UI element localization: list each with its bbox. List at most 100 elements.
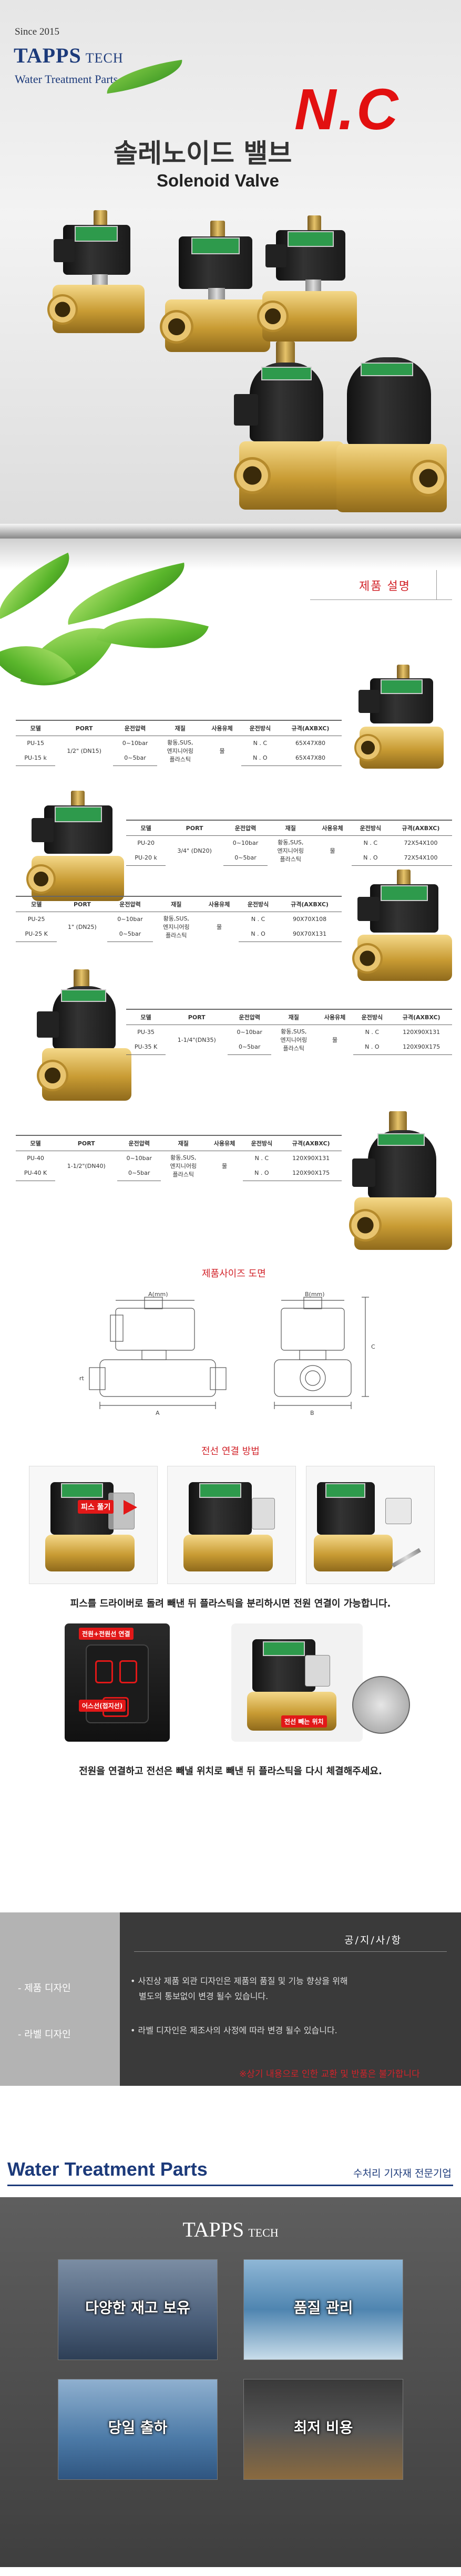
spec-title: 제품 설명 bbox=[359, 580, 411, 593]
table-header-cell: 재질 bbox=[160, 1135, 206, 1151]
table-cell: PU-15 bbox=[27, 740, 44, 747]
tile-quality: 품질 관리 bbox=[243, 2259, 403, 2360]
valve-image-pu20 bbox=[21, 791, 131, 912]
table-cell: 120X90X131 bbox=[292, 1155, 330, 1162]
valve-image-3 bbox=[255, 215, 360, 347]
table-header-cell: 모델 bbox=[16, 1135, 56, 1151]
table-cell: PU-40 bbox=[27, 1155, 44, 1162]
table-header-cell: 모델 bbox=[16, 720, 56, 736]
nc-badge: N.C bbox=[294, 77, 401, 142]
table-cell: 120X90X175 bbox=[280, 1165, 342, 1181]
parts-heading: Water Treatment Parts bbox=[7, 2158, 208, 2180]
notice-box: 공/지/사/항 - 제품 디자인 • 사진상 제품 외관 디자인은 제품의 품질… bbox=[0, 1912, 461, 2086]
table-cell: 물 bbox=[330, 847, 335, 854]
table-cell: 황동,SUS, 엔지니어링 플라스틱 bbox=[280, 1028, 308, 1052]
screw-loosen-tag: 피스 풀기 bbox=[78, 1500, 114, 1514]
wire-step-photo-2 bbox=[167, 1466, 296, 1584]
tile-quality-label: 품질 관리 bbox=[293, 2299, 353, 2316]
wire-instruction-1: 피스를 드라이버로 돌려 빼낸 뒤 플라스틱을 분리하시면 전원 연결이 가능합… bbox=[70, 1598, 391, 1609]
table-cell: 3/4" (DN20) bbox=[177, 847, 212, 854]
table-cell: N . C bbox=[253, 740, 268, 747]
table-cell: N . C bbox=[365, 1029, 380, 1036]
table-header-cell: 규격(AXBXC) bbox=[280, 1135, 342, 1151]
table-header-cell: 모델 bbox=[126, 820, 166, 836]
parts-brand-tech: TECH bbox=[248, 2226, 279, 2239]
table-header-cell: PORT bbox=[55, 1135, 118, 1151]
tile-stock-label: 다양한 재고 보유 bbox=[85, 2299, 190, 2316]
table-header-cell: PORT bbox=[166, 1009, 228, 1025]
table-header-cell: PORT bbox=[57, 896, 108, 912]
valve-image-pu15 bbox=[347, 665, 452, 780]
spec-title-vline bbox=[436, 570, 437, 599]
table-cell: 0~5bar bbox=[112, 750, 158, 766]
table-header-cell: 재질 bbox=[152, 896, 200, 912]
table-cell: 1" (DN25) bbox=[67, 923, 97, 930]
brand-subtitle: Water Treatment Parts bbox=[15, 73, 118, 86]
table-header-cell: 운전방식 bbox=[243, 1135, 281, 1151]
table-cell: 72X54X100 bbox=[404, 840, 438, 847]
hero-bottom-shade bbox=[0, 524, 461, 539]
table-cell: N . O bbox=[243, 1165, 281, 1181]
notice-text-product-1: • 사진상 제품 외관 디자인은 제품의 품질 및 기능 향상을 위해 bbox=[130, 1976, 348, 1986]
spec-top-shade bbox=[0, 539, 461, 570]
notice-text-product-2: 별도의 통보없이 변경 될수 있습니다. bbox=[139, 1991, 269, 2001]
table-header-cell: 운전방식 bbox=[239, 896, 278, 912]
table-cell: PU-20 k bbox=[126, 850, 166, 866]
table-header-cell: 규격(AXBXC) bbox=[391, 1009, 452, 1025]
table-header-cell: 사용유체 bbox=[316, 1009, 354, 1025]
parts-heading-line bbox=[7, 2185, 453, 2186]
table-header-cell: 운전압력 bbox=[107, 896, 153, 912]
table-cell: 0~10bar bbox=[237, 1029, 262, 1036]
arrow-right-icon bbox=[124, 1500, 137, 1515]
wire-terminal-photo bbox=[65, 1623, 170, 1742]
table-header-cell: 사용유체 bbox=[313, 820, 352, 836]
table-header-cell: PORT bbox=[55, 720, 113, 736]
table-header-cell: 사용유체 bbox=[203, 720, 241, 736]
tile-price: 최저 비용 bbox=[243, 2379, 403, 2480]
table-header-cell: 운전압력 bbox=[228, 1009, 271, 1025]
table-header-cell: 사용유체 bbox=[200, 896, 239, 912]
brand-tech: TECH bbox=[85, 50, 124, 66]
tile-price-label: 최저 비용 bbox=[293, 2419, 353, 2436]
wire-connection-title: 전선 연결 방법 bbox=[201, 1446, 260, 1457]
table-cell: N . O bbox=[353, 1039, 391, 1055]
table-cell: N . C bbox=[363, 840, 378, 847]
table-cell: PU-15 k bbox=[16, 750, 56, 766]
valve-image-2 bbox=[158, 221, 273, 357]
table-cell: 물 bbox=[219, 748, 225, 754]
table-header-cell: 모델 bbox=[126, 1009, 166, 1025]
spec-title-underline bbox=[310, 599, 452, 600]
valve-image-1 bbox=[42, 210, 147, 336]
dim-a-label: A bbox=[156, 1410, 160, 1416]
table-cell: PU-40 K bbox=[16, 1165, 56, 1181]
table-cell: 0~10bar bbox=[126, 1155, 152, 1162]
table-cell: 1/2" (DN15) bbox=[67, 747, 101, 754]
table-cell: 0~5bar bbox=[107, 926, 153, 942]
parts-heading-right: 수처리 기자재 전문기업 bbox=[353, 2168, 452, 2179]
table-header-cell: 운전방식 bbox=[241, 720, 279, 736]
table-cell: 황동,SUS, 엔지니어링 플라스틱 bbox=[170, 1154, 197, 1178]
notice-caution: ※상기 내용으로 인한 교환 및 반품은 불가합니다 bbox=[239, 2069, 420, 2080]
table-cell: N . O bbox=[351, 850, 390, 866]
size-drawing-title: 제품사이즈 도면 bbox=[202, 1268, 266, 1279]
wire-step-photo-3 bbox=[306, 1466, 435, 1584]
dim-b-label: B bbox=[310, 1410, 314, 1416]
notice-text-label: • 라벨 디자인은 제조사의 사정에 따라 변경 될수 있습니다. bbox=[130, 2025, 337, 2035]
table-cell: 120X90X131 bbox=[403, 1029, 440, 1036]
tile-stock: 다양한 재고 보유 bbox=[58, 2259, 218, 2360]
table-header-cell: 재질 bbox=[268, 820, 314, 836]
table-cell: PU-25 bbox=[27, 916, 45, 923]
table-cell: 황동,SUS, 엔지니어링 플라스틱 bbox=[162, 915, 190, 939]
table-cell: 1-1/2"(DN40) bbox=[67, 1162, 106, 1170]
